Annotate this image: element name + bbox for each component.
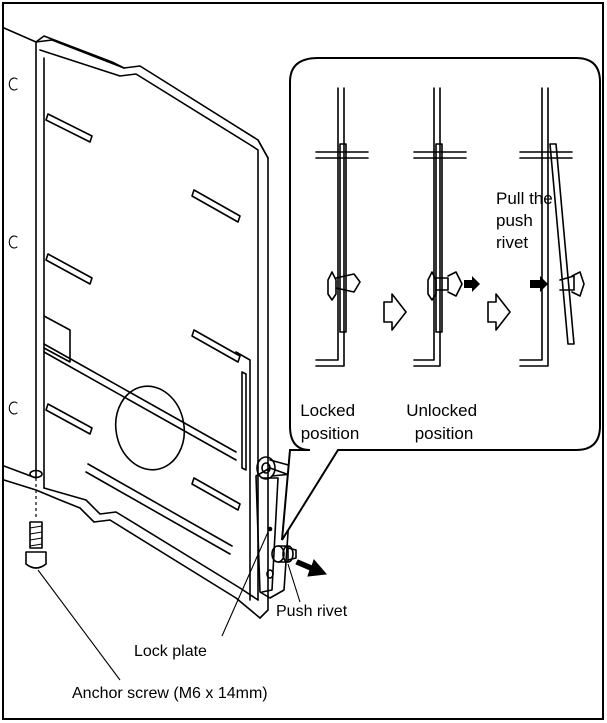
inset-stage-unlocked: [413, 87, 480, 367]
pull-arrow: [295, 559, 327, 577]
anchor-screw-label: Anchor screw (M6 x 14mm): [72, 685, 268, 702]
anchor-screw: [25, 478, 47, 569]
pull-note: Pull the push rivet: [496, 189, 557, 252]
anchor-screw-leader: [37, 569, 121, 681]
sequence-arrow-2: [487, 293, 511, 331]
lock-plate-label: Lock plate: [134, 643, 207, 660]
inset-callout-bubble: [281, 57, 601, 541]
inset-stage-released: [519, 87, 585, 367]
inset-stage-locked: [315, 87, 369, 367]
unlocked-position-label: Unlocked position: [406, 401, 482, 443]
mounting-panel: [3, 27, 269, 619]
locked-position-label: Locked position: [300, 401, 360, 443]
sequence-arrow-1: [383, 293, 407, 331]
push-rivet-label: Push rivet: [276, 603, 348, 620]
push-rivet: [271, 545, 297, 563]
push-rivet-leader: [287, 563, 301, 603]
lock-plate-leader: [221, 531, 269, 637]
